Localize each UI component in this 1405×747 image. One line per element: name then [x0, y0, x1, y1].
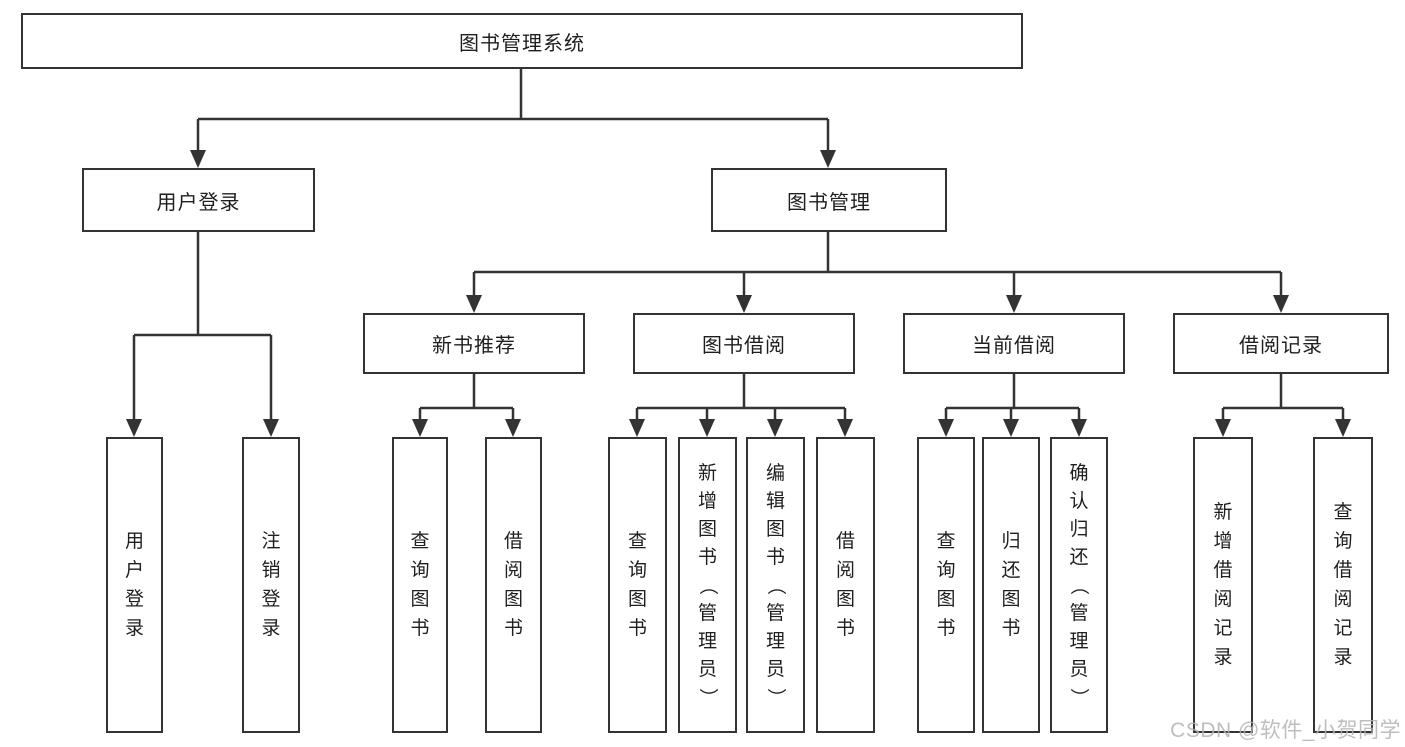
node-book-management: 图书管理 [711, 168, 947, 232]
leaf-user-login: 用户登录 [106, 437, 163, 733]
leaf-add-book-admin: 新增图书（管理员） [678, 437, 737, 733]
leaf-query-books-recommend: 查询图书 [392, 437, 448, 733]
leaf-confirm-return-admin: 确认归还（管理员） [1050, 437, 1108, 733]
node-new-book-recommend: 新书推荐 [363, 313, 585, 374]
leaf-add-borrow-record: 新增借阅记录 [1193, 437, 1253, 733]
csdn-watermark: CSDN @软件_小贺同学 [1170, 719, 1401, 742]
leaf-borrow-books-recommend: 借阅图书 [485, 437, 542, 733]
node-borrowing-records: 借阅记录 [1173, 313, 1389, 374]
leaf-logout: 注销登录 [242, 437, 300, 733]
leaf-edit-book-admin: 编辑图书（管理员） [746, 437, 805, 733]
node-user-login: 用户登录 [82, 168, 315, 232]
leaf-query-borrow-record: 查询借阅记录 [1313, 437, 1373, 733]
leaf-query-books-borrowing: 查询图书 [608, 437, 667, 733]
node-library-system: 图书管理系统 [21, 13, 1023, 69]
leaf-borrow-books-borrowing: 借阅图书 [816, 437, 875, 733]
leaf-return-book: 归还图书 [982, 437, 1040, 733]
node-current-borrowing: 当前借阅 [903, 313, 1125, 374]
node-book-borrowing: 图书借阅 [633, 313, 855, 374]
leaf-query-books-current: 查询图书 [917, 437, 975, 733]
